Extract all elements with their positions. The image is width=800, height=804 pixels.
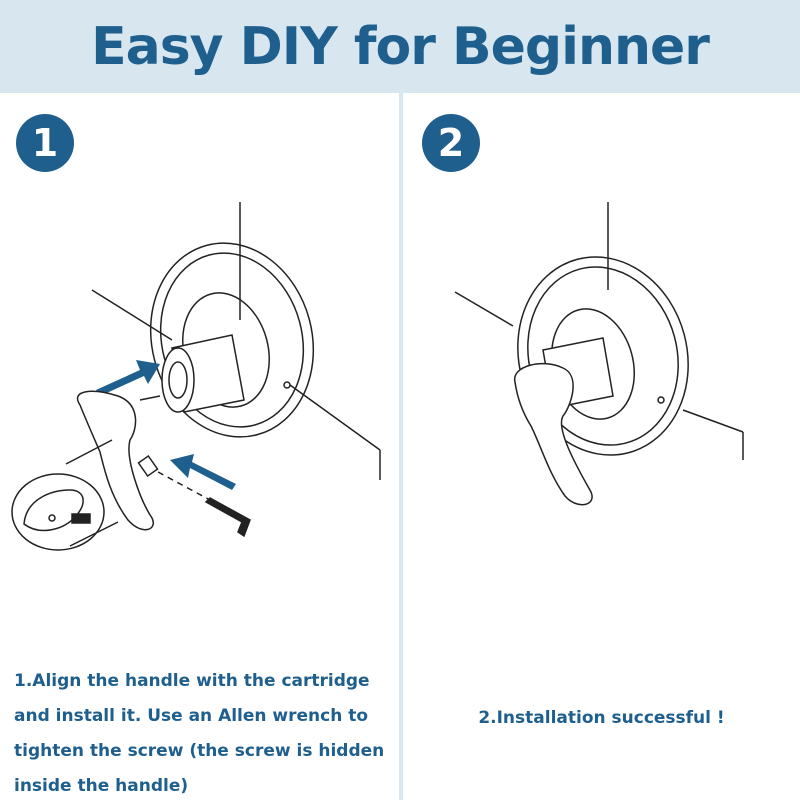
faucet-handle-icon <box>77 390 155 531</box>
faucet-handle-icon <box>514 362 593 506</box>
wall-line <box>682 409 744 433</box>
plate-screw-icon <box>657 396 665 404</box>
handle-detail-icon <box>23 489 84 532</box>
wall-line <box>454 291 514 327</box>
callout-line <box>69 521 119 547</box>
step-1-badge: 1 <box>16 114 74 172</box>
cartridge-icon <box>139 334 245 413</box>
zoom-callout <box>11 473 105 551</box>
set-screw-icon <box>137 454 159 478</box>
plate-screw-icon <box>283 381 291 389</box>
wall-plate-icon <box>149 242 315 438</box>
wall-line <box>91 289 173 341</box>
step-2-illustration <box>454 202 744 506</box>
step-1-caption: 1.Align the handle with the cartridge an… <box>14 671 385 796</box>
header-banner: Easy DIY for Beginner <box>0 0 800 93</box>
wall-line <box>289 384 381 451</box>
step-2-caption: 2.Installation successful ! <box>478 708 725 728</box>
set-screw-detail-icon <box>71 513 91 524</box>
arrow-icon <box>96 360 236 490</box>
step-1-illustration <box>11 202 381 551</box>
page-title: Easy DIY for Beginner <box>91 16 710 77</box>
allen-wrench-icon <box>204 497 251 538</box>
panel-divider <box>399 93 403 800</box>
callout-line <box>65 439 113 465</box>
step-2-badge: 2 <box>422 114 480 172</box>
guide-line <box>157 471 211 501</box>
